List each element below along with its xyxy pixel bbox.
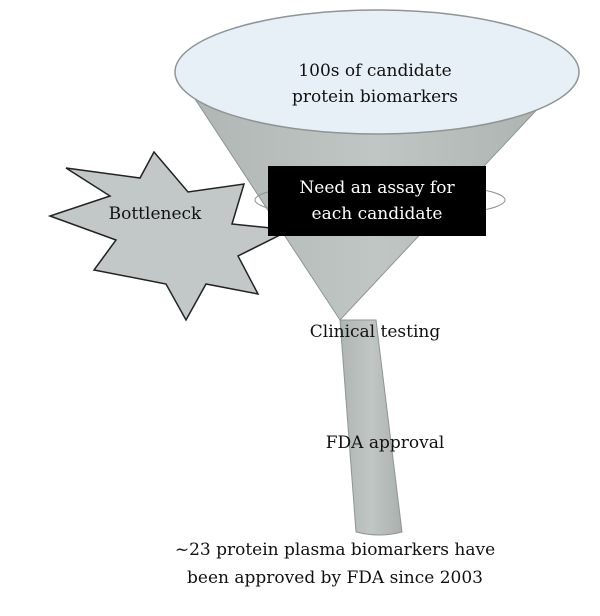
assay-box-line-2: each candidate [311, 204, 443, 224]
clinical-testing-label: Clinical testing [270, 319, 480, 345]
fda-approval-label: FDA approval [285, 430, 485, 456]
candidates-label-line-2: protein biomarkers [291, 87, 459, 107]
footer-line-1: ~23 protein plasma biomarkers have [174, 540, 496, 560]
bottleneck-burst [47, 150, 293, 322]
bottleneck-label: Bottleneck [70, 201, 240, 227]
candidates-label-line-1: 100s of candidate [298, 61, 452, 81]
funnel-rim [174, 9, 580, 135]
footer-line-2: been approved by FDA since 2003 [187, 568, 483, 588]
assay-box-line-1: Need an assay for [299, 178, 455, 198]
clinical-testing-text: Clinical testing [309, 322, 441, 342]
candidates-label: 100s of candidate protein biomarkers [220, 58, 530, 110]
funnel-spout [339, 319, 403, 536]
bottleneck-label-text: Bottleneck [108, 204, 202, 224]
fda-approval-text: FDA approval [325, 433, 445, 453]
footer-caption: ~23 protein plasma biomarkers have been … [150, 536, 520, 592]
assay-box: Need an assay for each candidate [268, 166, 486, 236]
